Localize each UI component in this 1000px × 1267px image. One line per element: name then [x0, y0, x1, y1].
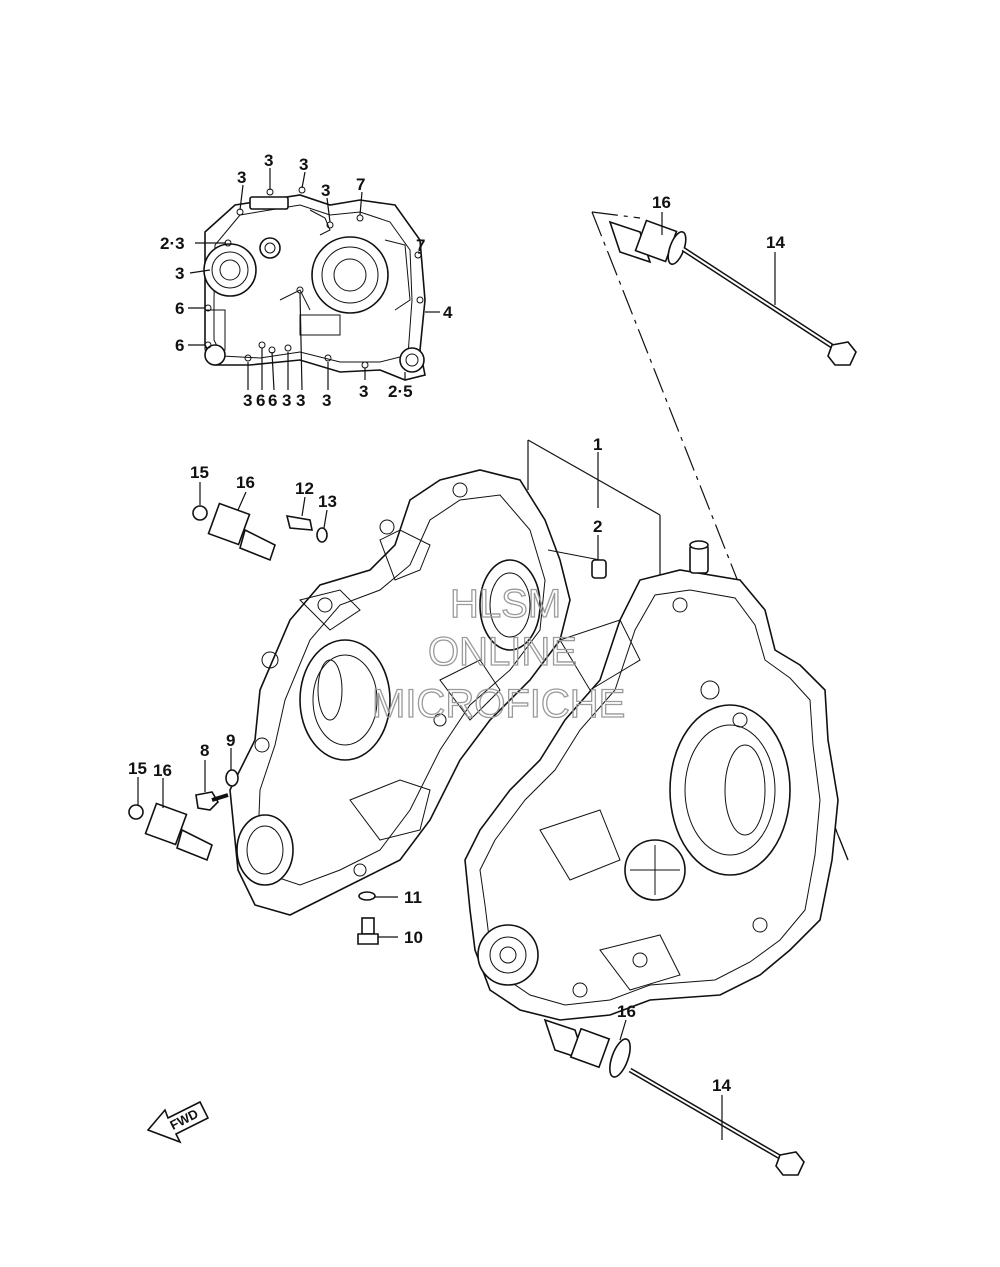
- watermark-line-1: HLSM: [450, 582, 561, 626]
- inset-label: 3: [299, 155, 308, 174]
- inset-label: 2·3: [160, 234, 185, 253]
- inset-label: 3: [322, 391, 331, 410]
- inset-label: 6: [268, 391, 277, 410]
- callout-label: 14: [766, 233, 785, 252]
- fitting-12-13: [285, 515, 328, 543]
- inset-label: 3: [282, 391, 291, 410]
- callout-label: 15: [128, 759, 147, 778]
- inset-leader-lines: [188, 168, 440, 391]
- lower-left-drive: [128, 802, 213, 862]
- inset-label: 3: [264, 151, 273, 170]
- top-bolt-assembly: [608, 219, 857, 366]
- fwd-direction-arrow: FWD: [146, 1100, 210, 1144]
- inset-label: 3: [175, 264, 184, 283]
- left-crankcase-half: [229, 469, 601, 916]
- inset-label: 6: [256, 391, 265, 410]
- callout-leaders: [137, 212, 776, 1140]
- inset-label: 3: [243, 391, 252, 410]
- callout-label: 1: [593, 435, 602, 454]
- callout-label: 15: [190, 463, 209, 482]
- bolt-8-washer-9: [195, 769, 239, 811]
- inset-label: 7: [416, 236, 425, 255]
- drain-plug-10-washer-11: [357, 891, 379, 945]
- bottom-bolt-assembly: [543, 1018, 805, 1176]
- callout-label: 8: [200, 741, 209, 760]
- inset-label: 2·5: [388, 382, 413, 401]
- callout-label: 10: [404, 928, 423, 947]
- callout-label: 16: [652, 193, 671, 212]
- callout-label: 12: [295, 479, 314, 498]
- inset-labels: 3 3 3 3 7 2·3 7 3 6 4 6 3 2·5 3 6 6 3 3 …: [160, 151, 453, 410]
- inset-label: 4: [443, 303, 453, 322]
- callout-label: 11: [404, 888, 422, 907]
- callout-label: 14: [712, 1076, 731, 1095]
- inset-crankcase-view: [203, 186, 426, 381]
- inset-label: 3: [321, 181, 330, 200]
- callout-label: 13: [318, 492, 337, 511]
- callout-label: 9: [226, 731, 235, 750]
- callout-label: 16: [617, 1002, 636, 1021]
- callout-label: 16: [236, 473, 255, 492]
- dowel-pin-2: [591, 559, 607, 579]
- inset-label: 3: [296, 391, 305, 410]
- inset-label: 3: [359, 382, 368, 401]
- inset-label: 6: [175, 336, 184, 355]
- watermark-line-3: MICROFICHE: [372, 682, 625, 726]
- right-crankcase-half: [464, 540, 839, 1021]
- inset-label: 6: [175, 299, 184, 318]
- callout-labels: 16 14 1 2 15 16 12 13 15 16 8 9 11 10 16…: [128, 193, 785, 1095]
- inset-label: 3: [237, 168, 246, 187]
- inset-label: 7: [356, 175, 365, 194]
- upper-left-drive: [192, 502, 276, 562]
- watermark-line-2: ONLINE: [428, 630, 577, 674]
- callout-label: 16: [153, 761, 172, 780]
- watermark: HLSM ONLINE MICROFICHE: [371, 581, 626, 726]
- callout-label: 2: [593, 517, 602, 536]
